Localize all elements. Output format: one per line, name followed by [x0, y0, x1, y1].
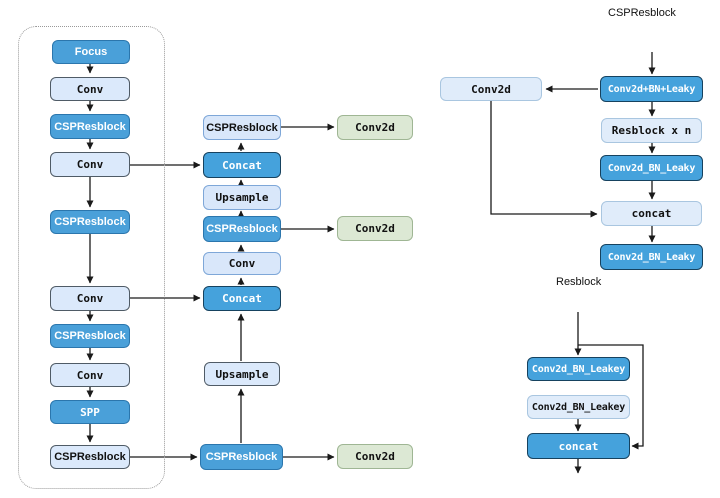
node-spp: SPP — [50, 400, 130, 424]
node-conv-4: Conv — [50, 363, 130, 387]
node-cspresblock-4: CSPResblock — [50, 445, 130, 469]
node-neck-cspresblock-top: CSPResblock — [203, 115, 281, 140]
node-head-conv2d-3: Conv2d — [337, 444, 413, 469]
backbone-container — [18, 26, 165, 489]
node-neck-cspresblock-mid: CSPResblock — [203, 216, 281, 242]
node-detail-concat: concat — [601, 201, 702, 226]
node-cspresblock-2: CSPResblock — [50, 210, 130, 234]
node-cspresblock-1: CSPResblock — [50, 114, 130, 139]
node-concat-2: Concat — [203, 286, 281, 311]
node-neck-cspresblock-bot: CSPResblock — [200, 444, 283, 470]
node-detail-resblock-xn: Resblock x n — [601, 118, 702, 143]
node-head-conv2d-2: Conv2d — [337, 216, 413, 241]
node-resblock-concat: concat — [527, 433, 630, 459]
csp-detail-title: CSPResblock — [608, 7, 676, 19]
node-upsample-1: Upsample — [203, 185, 281, 210]
node-cspresblock-3: CSPResblock — [50, 324, 130, 348]
node-conv-2: Conv — [50, 152, 130, 177]
node-detail-conv2d-bn-leaky-in: Conv2d+BN+Leaky — [600, 76, 703, 102]
resblock-detail-title: Resblock — [556, 276, 602, 288]
node-upsample-2: Upsample — [204, 362, 280, 386]
node-conv-3: Conv — [50, 286, 130, 311]
node-conv-1: Conv — [50, 77, 130, 101]
node-resblock-conv2d-bn-leakey-b: Conv2d_BN_Leakey — [527, 395, 630, 419]
node-concat-1: Concat — [203, 152, 281, 178]
node-resblock-conv2d-bn-leakey-a: Conv2d_BN_Leakey — [527, 357, 630, 381]
node-neck-conv: Conv — [203, 252, 281, 275]
node-focus: Focus — [52, 40, 130, 64]
node-detail-conv2d-bn-leaky-out: Conv2d_BN_Leaky — [600, 244, 703, 270]
node-head-conv2d-1: Conv2d — [337, 115, 413, 140]
node-detail-conv2d-bn-leaky-mid: Conv2d_BN_Leaky — [600, 155, 703, 181]
node-detail-conv2d: Conv2d — [440, 77, 542, 101]
